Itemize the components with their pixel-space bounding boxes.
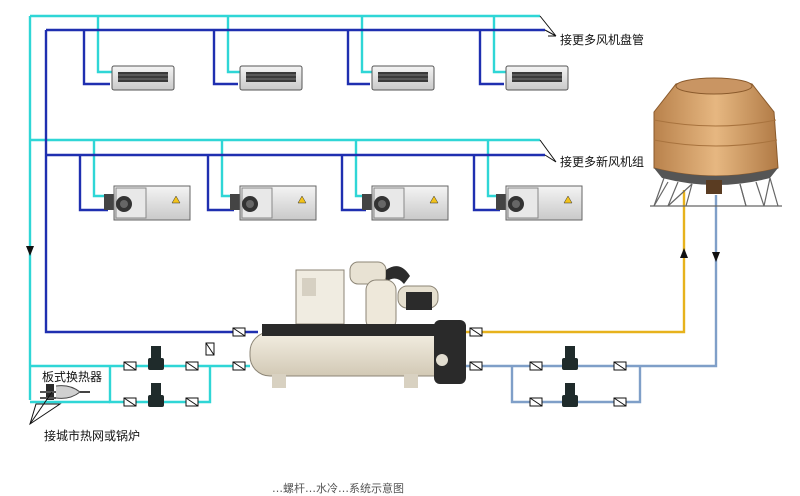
cooling-tower xyxy=(650,77,782,207)
valve-icon xyxy=(469,327,483,337)
pump-icon xyxy=(148,346,164,370)
chilled-return-piping xyxy=(44,28,545,334)
cooling-supply-piping xyxy=(466,190,686,334)
valve-icon xyxy=(232,361,246,371)
valve-icon xyxy=(232,327,246,337)
valve-icon xyxy=(123,361,137,371)
fresh-air-unit xyxy=(230,185,317,221)
fan-coil-unit xyxy=(371,65,435,91)
fresh-air-more-label: 接更多新风机组 xyxy=(560,154,644,169)
valve-icon xyxy=(529,397,543,407)
cooling-return-piping xyxy=(466,195,718,404)
valve-icon xyxy=(529,361,543,371)
fan-coil-more-label: 接更多风机盘管 xyxy=(560,32,644,47)
fan-coil-unit xyxy=(239,65,303,91)
valve-icon xyxy=(185,397,199,407)
pump-icon xyxy=(562,346,578,370)
valve-icon xyxy=(185,361,199,371)
pumps xyxy=(148,346,578,407)
valve-icon xyxy=(205,342,215,356)
pump-icon xyxy=(148,383,164,407)
flow-arrows xyxy=(26,246,720,262)
pump-icon xyxy=(562,383,578,407)
label-leader-lines xyxy=(539,15,557,163)
fresh-air-units xyxy=(104,185,583,221)
fresh-air-unit xyxy=(104,185,191,221)
arrow-up-icon xyxy=(680,248,688,258)
valve-icon xyxy=(613,361,627,371)
plate-heat-exchanger-label: 板式换热器 xyxy=(42,370,102,384)
fresh-air-unit xyxy=(362,185,449,221)
fan-coil-unit xyxy=(505,65,569,91)
valves xyxy=(123,327,627,407)
valve-icon xyxy=(469,361,483,371)
valve-icon xyxy=(613,397,627,407)
fan-coil-units xyxy=(111,65,569,91)
figure-caption: …螺杆…水冷…系统示意图 xyxy=(272,481,404,495)
arrow-down-icon xyxy=(712,252,720,262)
city-heat-or-boiler-label: 接城市热网或锅炉 xyxy=(44,428,140,443)
valve-icon xyxy=(123,397,137,407)
fan-coil-unit xyxy=(111,65,175,91)
arrow-down-icon xyxy=(26,246,34,256)
fresh-air-unit xyxy=(496,185,583,221)
plate-heat-exchanger xyxy=(29,384,90,426)
screw-chiller xyxy=(249,261,466,388)
